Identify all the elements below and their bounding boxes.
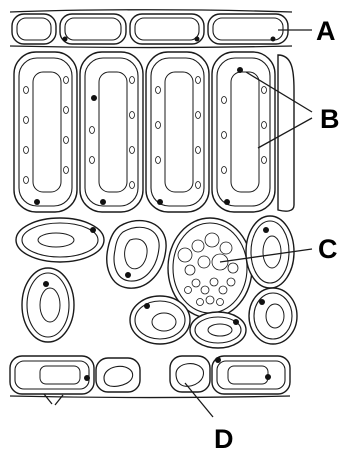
label-c: C xyxy=(318,234,338,264)
upper-epidermis xyxy=(10,10,292,48)
label-b: B xyxy=(320,104,340,134)
label-d: D xyxy=(214,424,234,454)
spongy-layer xyxy=(16,216,297,348)
label-a: A xyxy=(316,16,336,46)
lower-epidermis xyxy=(10,356,290,405)
